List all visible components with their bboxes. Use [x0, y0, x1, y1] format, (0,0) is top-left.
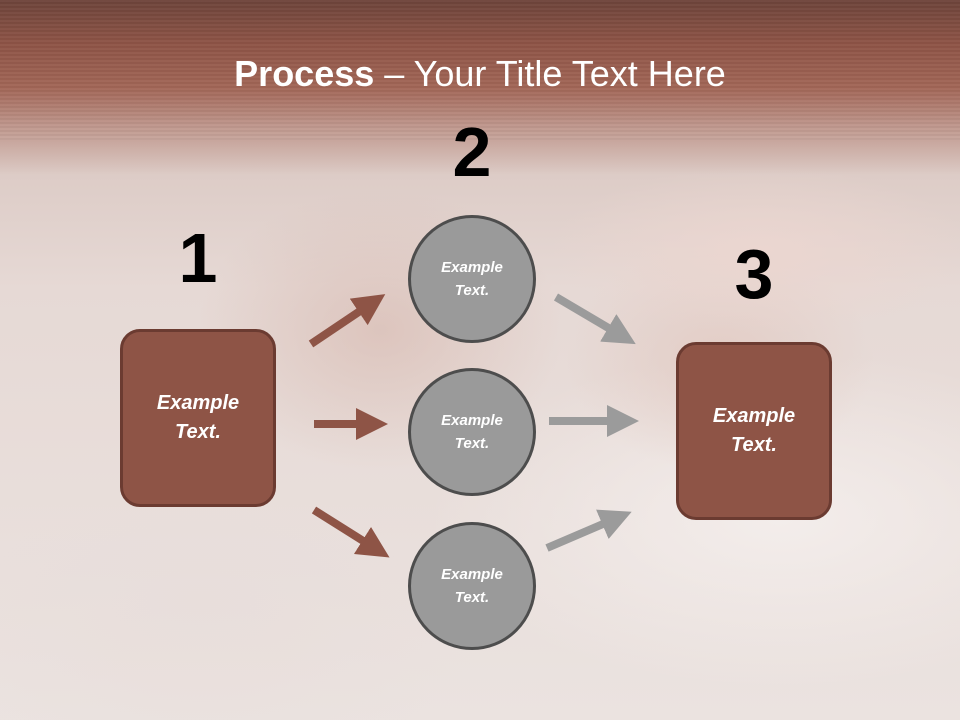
middle-node-top-line2: Text. — [454, 282, 490, 299]
arrow-bottom-to-3 — [545, 509, 632, 552]
step-3-box: Example Text. — [676, 342, 832, 520]
middle-node-top: Example Text. — [408, 215, 536, 343]
header-band — [0, 0, 960, 175]
arrow-1-to-bottom — [311, 506, 390, 558]
middle-node-center-line1: Example — [441, 412, 503, 429]
slide-title: Process – Your Title Text Here — [0, 52, 960, 96]
middle-node-bottom: Example Text. — [408, 522, 536, 650]
middle-node-bottom-line1: Example — [441, 566, 503, 583]
middle-node-top-line1: Example — [441, 259, 503, 276]
arrow-1-to-top — [308, 294, 386, 348]
step-1-text-line1: Example — [156, 392, 240, 414]
step-3-text-line1: Example — [712, 405, 796, 427]
step-1-text-line2: Text. — [175, 421, 221, 443]
step-number-1: 1 — [178, 219, 218, 297]
title-rest: – Your Title Text Here — [374, 53, 726, 94]
title-bold: Process — [234, 53, 375, 94]
step-1-box: Example Text. — [120, 329, 276, 507]
step-number-2: 2 — [452, 113, 492, 191]
arrow-top-to-3 — [553, 293, 636, 345]
middle-node-center: Example Text. — [408, 368, 536, 496]
middle-node-bottom-line2: Text. — [454, 589, 490, 606]
header-texture — [0, 0, 960, 140]
step-number-3: 3 — [734, 235, 774, 313]
step-3-text-line2: Text. — [731, 434, 777, 456]
middle-node-center-line2: Text. — [454, 435, 490, 452]
